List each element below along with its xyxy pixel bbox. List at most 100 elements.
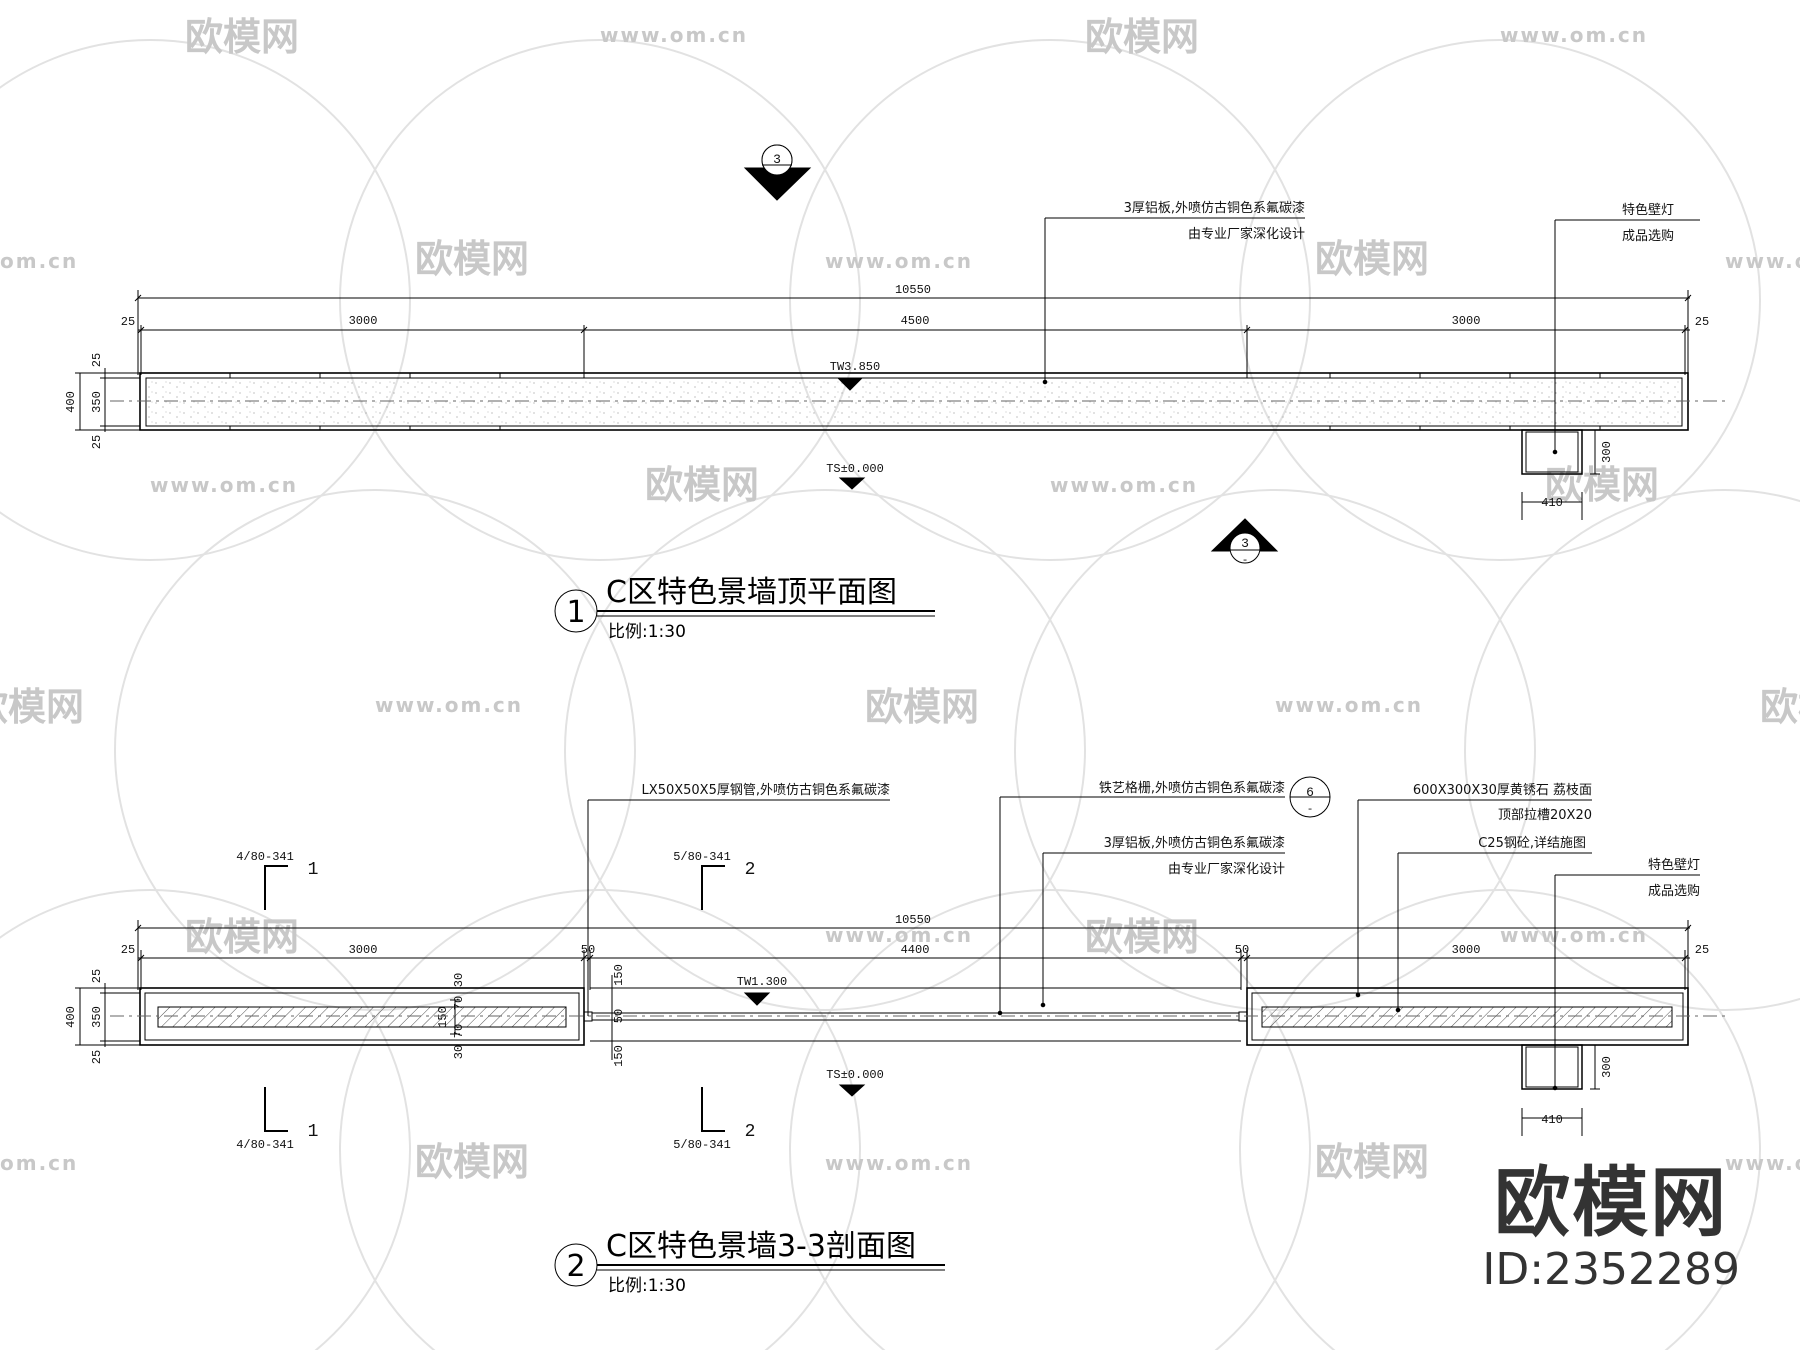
section-dim-mid: 4400: [901, 943, 930, 957]
watermark-logo: 欧模网: [415, 1140, 529, 1184]
plan-dim-inner: 350: [90, 391, 104, 413]
plan-note-panel-1: 3厚铝板,外喷仿古铜色系氟碳漆: [1124, 200, 1305, 216]
plan-lamp-box: [1521, 429, 1600, 520]
watermark-url: om.cn: [0, 1151, 78, 1175]
watermark-url: www.om.cn: [1050, 473, 1198, 497]
section-title-block: [554, 1243, 945, 1287]
plan-dim-right: 3000: [1452, 314, 1481, 328]
brand-stamp: 欧模网 ID:2352289: [1482, 1165, 1740, 1298]
cut2-ref-top: 5/80-341: [673, 850, 731, 864]
watermark-logo: 欧模网: [1085, 15, 1199, 59]
section-mark-sub: -: [1242, 555, 1249, 567]
watermark-url: www.om.cn: [1500, 23, 1648, 47]
section-title-number: 2: [566, 1249, 585, 1284]
section-dimensions: [134, 920, 1692, 990]
watermark-url: www.om.cn: [1500, 923, 1648, 947]
watermark-url: om.cn: [0, 249, 78, 273]
watermark-url: www.om.cn: [150, 473, 298, 497]
section-lamp-h: 300: [1600, 1056, 1614, 1078]
plan-tw-label: TW3.850: [830, 360, 880, 374]
watermark-logo: 欧模网: [1545, 463, 1659, 507]
watermark-url: www.om.cn: [1275, 693, 1423, 717]
section-dim-s70b: 70: [452, 1024, 466, 1038]
plan-note-panel-2: 由专业厂家深化设计: [1188, 226, 1305, 242]
watermark-layer: [0, 39, 1800, 1350]
plan-title-block: [554, 589, 935, 633]
watermark-logo: 欧模网: [1760, 685, 1800, 729]
section-dim-left: 3000: [349, 943, 378, 957]
plan-lamp-h: 300: [1600, 441, 1614, 463]
section-dim-s150: 150: [436, 1006, 450, 1028]
plan-drawing: 3 10550 25 3000 4500 3000 25: [64, 144, 1730, 642]
section-dim-top: 25: [90, 969, 104, 983]
watermark-url: www.om.cn: [375, 693, 523, 717]
section-dim-s30a: 30: [452, 973, 466, 987]
watermark-logo: 欧模网: [1315, 1140, 1429, 1184]
cut1-ref-top: 4/80-341: [236, 850, 294, 864]
section-vertical-dims: [75, 983, 140, 1047]
section-dim-gap-right: 50: [1235, 943, 1249, 957]
detail-mark-sub: -: [1307, 804, 1314, 816]
section-dim-bottom: 25: [90, 1050, 104, 1064]
section-dim-left-edge: 25: [121, 943, 135, 957]
brand-name: 欧模网: [1494, 1158, 1729, 1247]
section-middle-grille: [583, 975, 1248, 1060]
section-mark-num: 3: [1241, 536, 1249, 551]
watermark-url: www.om.cn: [825, 249, 973, 273]
section-dim-inner: 350: [90, 1006, 104, 1028]
plan-vertical-dims: [75, 368, 140, 432]
plan-ts-marker: [838, 477, 866, 490]
section-leaders: [587, 776, 1700, 1091]
plan-dim-right-edge: 25: [1695, 315, 1709, 329]
watermark-logo: 欧模网: [865, 685, 979, 729]
watermark-logo: 欧模网: [1315, 237, 1429, 281]
watermark-logo: 欧模网: [415, 237, 529, 281]
plan-ts-label: TS±0.000: [826, 462, 884, 476]
section-dim-v150a: 150: [612, 964, 626, 986]
plan-scale: 比例:1:30: [608, 622, 686, 642]
plan-dim-top: 25: [90, 353, 104, 367]
section-note-lamp-2: 成品选购: [1648, 883, 1700, 899]
section-note-lamp-1: 特色壁灯: [1648, 857, 1700, 873]
section-dim-s30b: 30: [452, 1045, 466, 1059]
cut2-ref-bottom: 5/80-341: [673, 1138, 731, 1152]
watermark-logo: 欧模网: [1085, 915, 1199, 959]
section-dim-v50: 50: [612, 1009, 626, 1023]
plan-wall: [110, 372, 1730, 431]
plan-lamp-w: 410: [1541, 496, 1563, 510]
section-note-panel-1: 3厚铝板,外喷仿古铜色系氟碳漆: [1104, 835, 1285, 851]
section-right-panel: [110, 987, 1730, 1046]
plan-note-lamp-1: 特色壁灯: [1622, 202, 1674, 218]
section-dim-height: 400: [64, 1006, 78, 1028]
section-lamp-w: 410: [1541, 1113, 1563, 1127]
section-scale: 比例:1:30: [608, 1276, 686, 1296]
watermark-logo: 欧模网: [0, 685, 84, 729]
watermark-url: www.om.cn: [825, 1151, 973, 1175]
plan-dim-total: 10550: [895, 283, 931, 297]
section-ts-label: TS±0.000: [826, 1068, 884, 1082]
section-note-tube: LX50X50X5厚钢管,外喷仿古铜色系氟碳漆: [642, 782, 890, 798]
plan-leaders: [1042, 217, 1700, 455]
section-dim-v150b: 150: [612, 1045, 626, 1067]
section-dim-right: 3000: [1452, 943, 1481, 957]
section-dim-s70a: 70: [452, 996, 466, 1010]
section-note-concrete: C25钢砼,详结施图: [1478, 836, 1586, 851]
plan-title-number: 1: [566, 595, 585, 630]
watermark-url: www.om.cn: [1725, 249, 1800, 273]
watermark-url: www.om.cn: [600, 23, 748, 47]
plan-dim-mid: 4500: [901, 314, 930, 328]
cut2-num-top: 2: [745, 860, 756, 880]
section-mark-top: 3: [743, 144, 812, 201]
section-ts-marker: [838, 1084, 866, 1097]
watermark-logos: 欧模网 www.om.cn 欧模网 www.om.cn om.cn 欧模网 ww…: [0, 15, 1800, 1184]
section-note-grille: 铁艺格栅,外喷仿古铜色系氟碳漆: [1099, 780, 1285, 796]
section-title: C区特色景墙3-3剖面图: [606, 1229, 916, 1264]
section-note-stone-2: 顶部拉槽20X20: [1498, 808, 1592, 823]
watermark-url: www.om.cn: [825, 923, 973, 947]
watermark-url: www.om.cn: [1725, 1151, 1800, 1175]
section-cut-markers: [264, 865, 725, 1132]
cut1-ref-bottom: 4/80-341: [236, 1138, 294, 1152]
section-tw-label: TW1.300: [737, 975, 787, 989]
plan-dim-left: 3000: [349, 314, 378, 328]
